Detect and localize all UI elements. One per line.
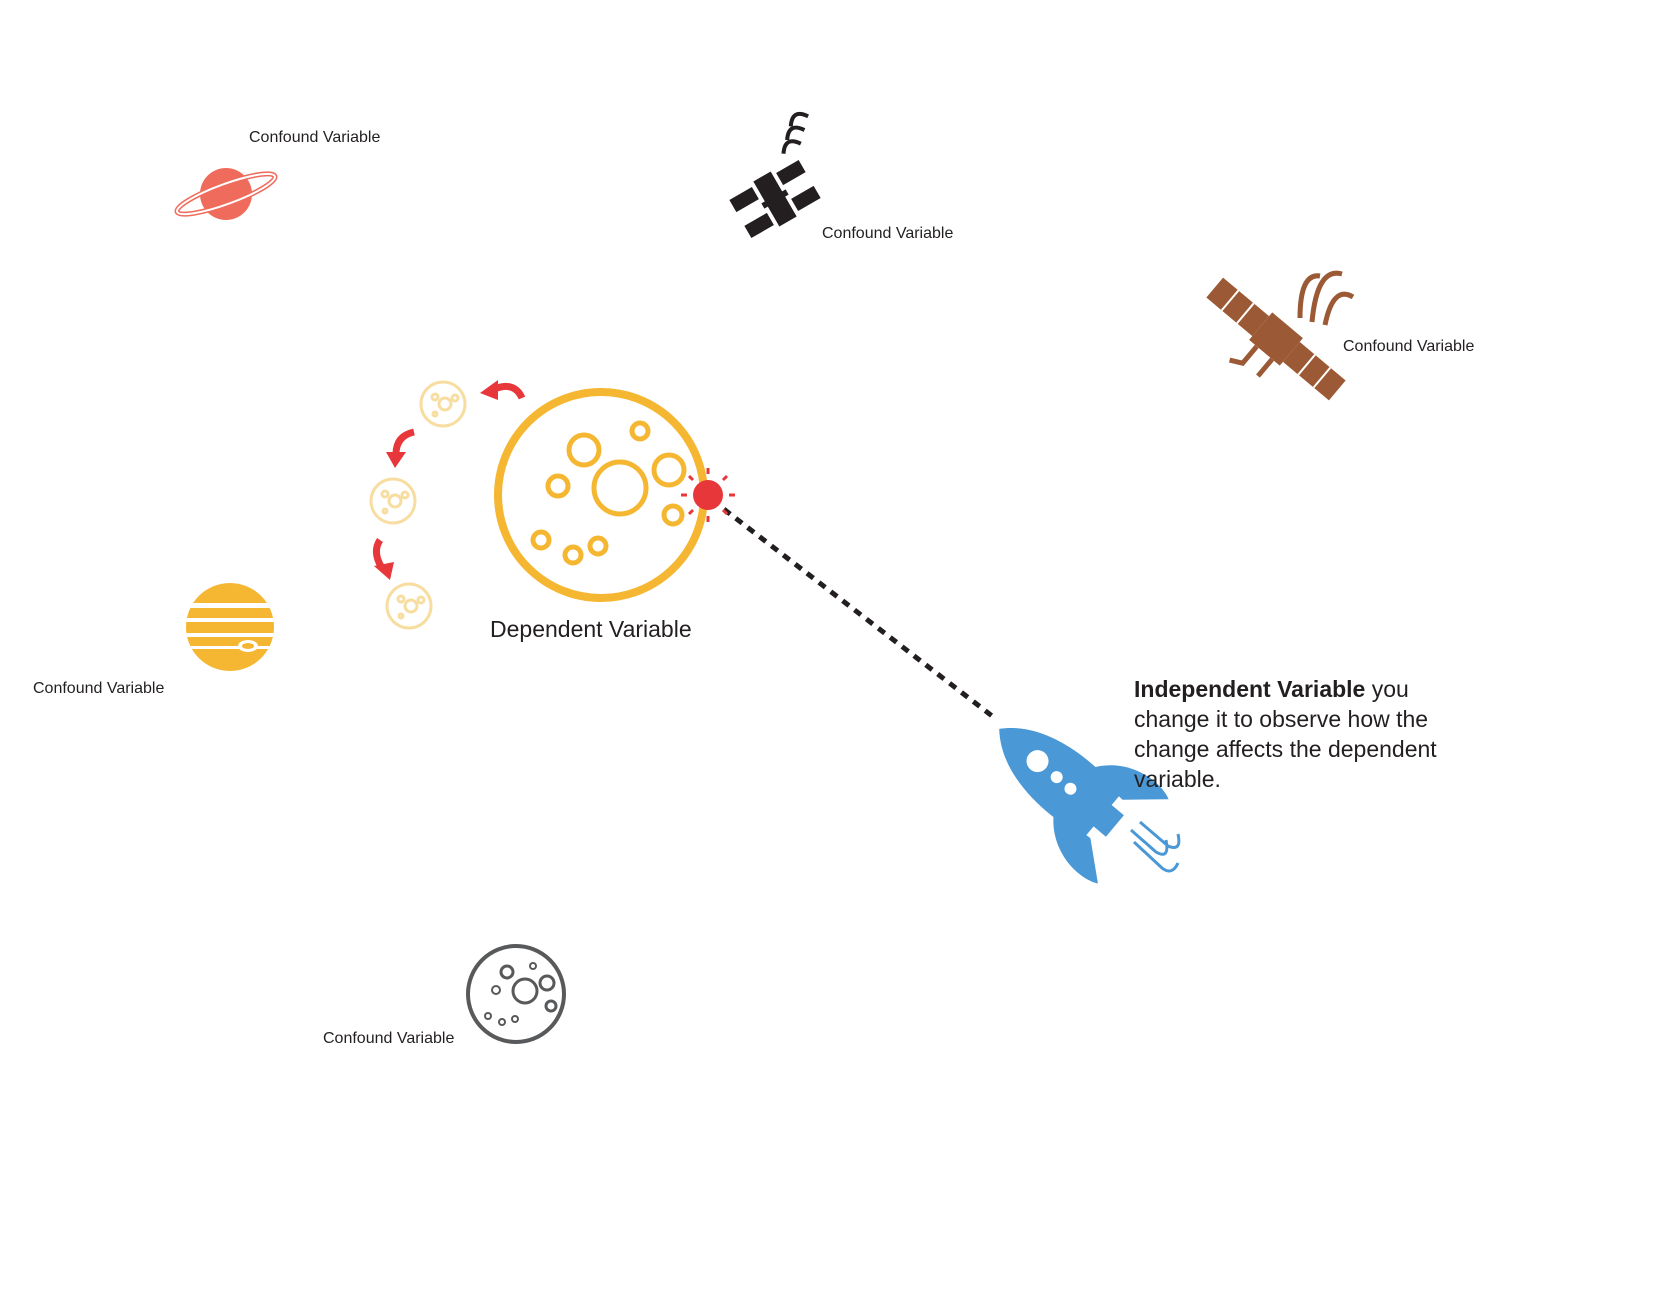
independent-variable-title: Independent Variable (1134, 676, 1366, 702)
saturn-icon (174, 168, 278, 220)
dependent-moon-icon (494, 388, 708, 602)
faded-moon-icon (419, 380, 467, 428)
faded-moon-icon (385, 582, 433, 630)
orbit-arrow-head-icon (386, 452, 406, 468)
impact-point-icon (681, 468, 735, 522)
independent-variable-description: you change it to observe how the change … (1134, 676, 1437, 792)
rocket-icon (999, 728, 1169, 884)
orbit-arrow-icon (373, 538, 386, 570)
satellite-motion-lines-icon (1297, 270, 1355, 326)
rocket-exhaust-icon (1130, 820, 1181, 873)
faded-moon-icon (369, 477, 417, 525)
satellite-icon (1206, 277, 1346, 401)
space-station-icon (729, 111, 821, 239)
dependent-variable-label: Dependent Variable (490, 616, 692, 642)
jupiter-label: Confound Variable (33, 680, 165, 697)
saturn-label: Confound Variable (249, 129, 381, 146)
gray-moon-icon (466, 944, 566, 1044)
satellite-label: Confound Variable (1343, 338, 1475, 355)
space-station-label: Confound Variable (822, 225, 954, 242)
independent-variable-text: Independent Variable you change it to ob… (1134, 674, 1464, 794)
jupiter-icon (186, 583, 274, 671)
orbit-arrow-head-icon (374, 562, 394, 580)
trajectory-line (710, 498, 998, 721)
orbit-arrow-head-icon (480, 380, 498, 400)
gray-moon-label: Confound Variable (323, 1030, 455, 1047)
orbit-arrow-icon (392, 428, 415, 455)
